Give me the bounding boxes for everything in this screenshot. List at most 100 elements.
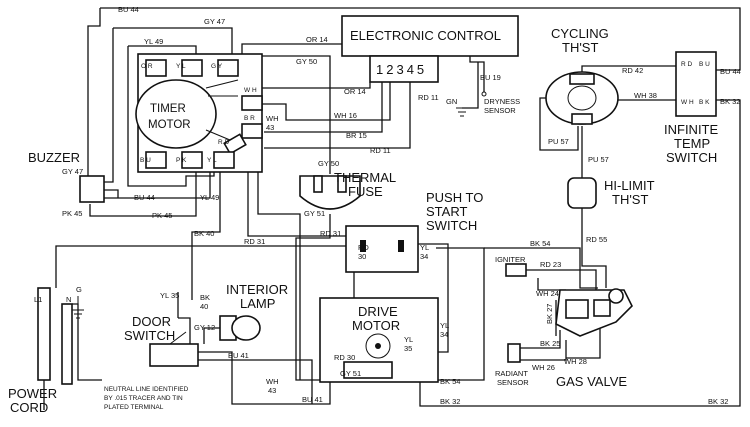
wire-gy12 <box>203 327 220 344</box>
drive-motor-label-2: MOTOR <box>352 318 400 333</box>
neutral-note-3: PLATED TERMINAL <box>104 404 164 411</box>
lbl-rd23: RD 23 <box>540 260 561 269</box>
wire-gy47-top <box>113 27 233 60</box>
cord-ground-icon <box>72 296 84 319</box>
lbl-yl35: YL 35 <box>160 291 179 300</box>
buzzer-label: BUZZER <box>28 150 80 165</box>
lbl-gy47-top: GY 47 <box>204 17 225 26</box>
lbl-bk32-bottom: BK 32 <box>440 397 460 406</box>
term-label-or: O R <box>141 63 153 70</box>
thermal-fuse-label-1: THERMAL <box>334 170 396 185</box>
hi-limit-label-1: HI-LIMIT <box>604 178 655 193</box>
term-label-br: B R <box>244 115 255 122</box>
lbl-yl34: YL <box>420 243 429 252</box>
lbl-rd30-motor: RD 30 <box>334 353 355 362</box>
lbl-bk40-lamp: BK <box>200 293 210 302</box>
fuse-terminal-2 <box>337 175 347 193</box>
lbl-rd42: RD 42 <box>622 66 643 75</box>
lbl-yl49-top: YL 49 <box>144 37 163 46</box>
cord-n-blade <box>61 303 73 385</box>
drive-motor: DRIVE MOTOR <box>319 297 439 383</box>
lbl-rd11-right: RD 11 <box>418 93 439 102</box>
control-connector <box>369 55 439 83</box>
lbl-rd55: RD 55 <box>586 235 607 244</box>
door-switch-lever <box>169 331 187 345</box>
wire-rd55 <box>581 208 607 288</box>
wire-bu41 <box>198 351 331 405</box>
buzzer: BUZZER <box>28 150 105 203</box>
cord-l1-label: L1 <box>34 295 42 304</box>
infinite-label-1: INFINITE <box>664 122 718 137</box>
lbl-rd31-left: RD 31 <box>244 237 265 246</box>
term-label-bu: B U <box>140 157 151 164</box>
neutral-note-2: BY .015 TRACER AND TIN <box>104 395 183 402</box>
lbl-bu41-switch: BU 41 <box>228 351 249 360</box>
gn-label: GN <box>446 97 457 106</box>
lbl-bk27: BK 27 <box>545 304 554 324</box>
lbl-yl34-motor-n: 34 <box>440 330 448 339</box>
wire-yl49-down <box>127 46 215 187</box>
drive-motor-connector <box>343 361 393 379</box>
lbl-wh28: WH 28 <box>564 357 587 366</box>
drive-motor-hub <box>375 343 381 349</box>
terminal-bu <box>145 151 167 169</box>
gas-valve-label: GAS VALVE <box>556 374 627 389</box>
wire-rd23 <box>526 269 597 292</box>
lbl-pk45-buzzer: PK 45 <box>62 209 82 218</box>
lbl-bu19: BU 19 <box>480 73 501 82</box>
push-contact-2 <box>398 240 404 252</box>
wire-neutral <box>72 303 102 381</box>
control-pins-label: 12345 <box>376 62 427 77</box>
lbl-gy12: GY 12 <box>194 323 215 332</box>
wire-wh26 <box>518 340 567 361</box>
cord-l1-blade <box>37 287 51 381</box>
cycling-thst-base <box>571 113 593 125</box>
lbl-yl49-bottom: YL 49 <box>200 193 219 202</box>
infinite-label-3: SWITCH <box>666 150 717 165</box>
push-label-3: SWITCH <box>426 218 477 233</box>
cycling-thst-label-2: TH'ST <box>562 40 598 55</box>
wire-bu44-left <box>87 8 119 198</box>
lbl-bk32-far: BK 32 <box>708 397 728 406</box>
lamp-label-2: LAMP <box>240 296 275 311</box>
terminal-rd <box>223 133 247 155</box>
push-label-1: PUSH TO <box>426 190 483 205</box>
electronic-control-box <box>341 15 519 57</box>
thermal-fuse-label-2: FUSE <box>348 184 383 199</box>
wire-bu44-top <box>100 7 741 71</box>
lbl-bu44-top: BU 44 <box>118 5 139 14</box>
lbl-bk40-lamp-n: 40 <box>200 302 208 311</box>
terminal-yl <box>181 59 203 77</box>
lbl-gy50-fuse: GY 50 <box>318 159 339 168</box>
term-label-pk: P K <box>176 157 187 164</box>
infinite-temp-switch: R D B U W H B K INFINITE TEMP SWITCH <box>664 51 718 165</box>
gas-valve-outlet <box>608 288 624 304</box>
timer-motor-label-2: MOTOR <box>148 119 191 131</box>
lbl-wh43-low-n: 43 <box>268 386 276 395</box>
timer-motor-leads <box>205 79 239 141</box>
lbl-yl34-motor: YL <box>440 321 449 330</box>
wire-rd11 <box>264 82 411 149</box>
timer-motor-body <box>135 79 217 149</box>
lamp-bulb <box>231 315 261 341</box>
lbl-wh43-n: 43 <box>266 123 274 132</box>
push-switch-box <box>345 225 419 273</box>
wire-bu19 <box>469 56 485 92</box>
lbl-bu44-right: BU 44 <box>720 67 741 76</box>
terminal-gy <box>217 59 239 77</box>
drive-motor-label-1: DRIVE <box>358 304 398 319</box>
lbl-rd30: RD <box>358 243 369 252</box>
lbl-pu57-right: PU 57 <box>588 155 609 164</box>
wire-bu44-bottom <box>104 168 211 199</box>
wire-bk40 <box>191 168 221 300</box>
lbl-gy47-buzzer: GY 47 <box>62 167 83 176</box>
door-switch-label-2: SWITCH <box>124 328 175 343</box>
cycling-thst-center <box>567 85 597 111</box>
timer-terminals: O R Y L G Y W H B R R D B U P K Y L <box>140 59 263 169</box>
infinite-label-2: TEMP <box>674 136 710 151</box>
gas-valve: GAS VALVE <box>555 288 633 389</box>
lbl-pk45-bottom: PK 45 <box>152 211 172 220</box>
lbl-bk32-right: BK 32 <box>720 97 740 106</box>
cycling-thst-cap <box>569 73 595 85</box>
radiant-sensor: RADIANT SENSOR <box>495 343 529 387</box>
